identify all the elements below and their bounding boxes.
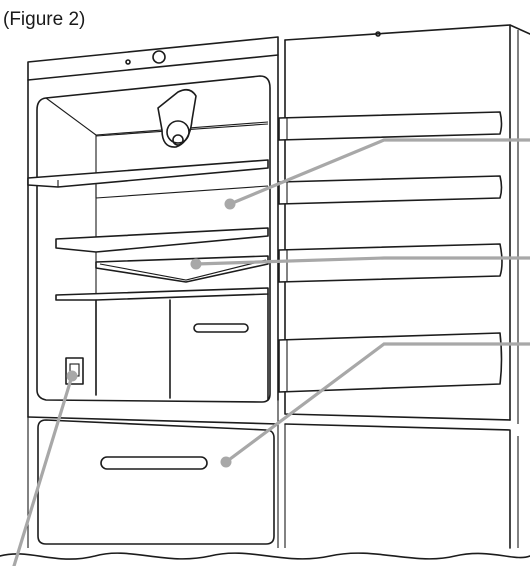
control-knob-icon: [153, 51, 165, 63]
leader-crisper-cover-dot: [191, 259, 202, 270]
freezer-drawer-handle: [101, 457, 207, 469]
freezer-drawer: [28, 400, 278, 548]
crisper-cover: [96, 256, 268, 282]
shelf-bottom: [56, 288, 268, 300]
leader-control-switch: [14, 376, 72, 566]
cutaway-edge: [0, 553, 530, 559]
liner-corner-line: [46, 98, 96, 135]
shelf-middle: [56, 228, 268, 252]
leader-shelf-dot: [225, 199, 236, 210]
light-cover: [158, 90, 196, 147]
refrigerator-door-right: [279, 25, 530, 548]
fresh-food-compartment: [28, 76, 270, 402]
door-bin-4: [279, 333, 502, 392]
lower-door-outline: [285, 424, 510, 548]
shelf-top: [28, 160, 268, 187]
door-top-edge: [285, 25, 530, 40]
shelf-top-back-line: [96, 185, 268, 198]
door-bin-3: [279, 244, 502, 282]
door-bin-2: [279, 176, 502, 204]
freezer-drawer-front: [38, 420, 274, 544]
light-housing: [158, 90, 196, 147]
leader-control-switch-dot: [67, 371, 78, 382]
indicator-light-icon: [126, 60, 130, 64]
crisper-drawer-handle: [194, 324, 248, 332]
door-bin-1: [279, 112, 502, 140]
leader-freezer-drawer-dot: [221, 457, 232, 468]
